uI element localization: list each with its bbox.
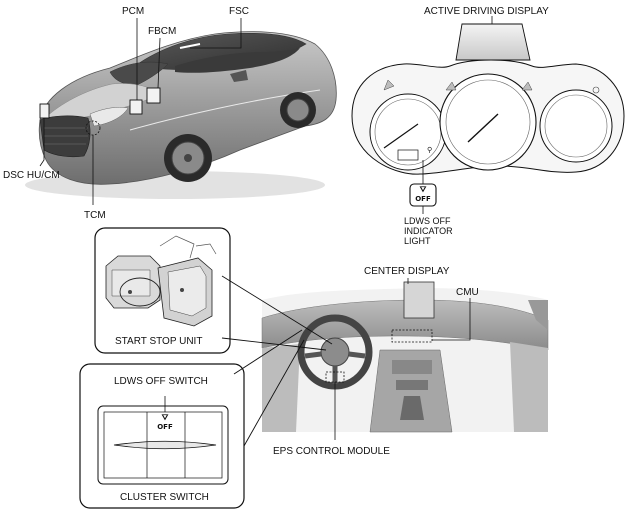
interior-dashboard	[261, 281, 549, 433]
car-leader-lines	[39, 18, 242, 205]
instrument-cluster: ⚲	[351, 16, 625, 214]
fbcm-module	[146, 87, 161, 104]
label-pcm: PCM	[122, 6, 145, 17]
label-ldws-line-2: INDICATOR	[404, 226, 453, 236]
interior-leader-lines	[334, 278, 471, 440]
callout-connectors	[221, 275, 333, 447]
label-ldws-line-1: LDWS OFF	[404, 216, 451, 226]
center-display	[403, 281, 435, 319]
ldws-switch-icon: ⛛	[161, 413, 169, 422]
label-cluster-switch: CLUSTER SWITCH	[120, 492, 209, 503]
label-cmu: CMU	[456, 287, 479, 298]
cmu-location-marker	[391, 329, 433, 343]
label-start-stop-unit: START STOP UNIT	[115, 336, 203, 347]
ldws-indicator-icon: ⛛	[419, 185, 427, 194]
label-eps-control-module: EPS CONTROL MODULE	[273, 446, 390, 457]
label-ldws-off-switch: LDWS OFF SWITCH	[114, 376, 208, 387]
label-tcm: TCM	[84, 210, 106, 221]
label-active-driving-display: ACTIVE DRIVING DISPLAY	[424, 6, 549, 17]
ldws-indicator-off-text: OFF	[415, 195, 431, 203]
label-ldws-off-indicator-light: LDWS OFF INDICATOR LIGHT	[404, 216, 453, 246]
label-fsc: FSC	[229, 6, 249, 17]
cluster-switch-box	[79, 363, 245, 509]
label-fbcm: FBCM	[148, 26, 177, 37]
start-stop-unit-box	[94, 227, 231, 354]
active-driving-display	[455, 23, 531, 61]
label-dsc-hu-cm: DSC HU/CM	[3, 170, 60, 181]
label-ldws-line-3: LIGHT	[404, 236, 431, 246]
dsc-module	[39, 103, 50, 119]
svg-text:⚲: ⚲	[427, 146, 432, 154]
ldws-switch-off-text: OFF	[157, 423, 173, 431]
label-center-display: CENTER DISPLAY	[364, 266, 450, 277]
car-illustration	[25, 31, 337, 199]
pcm-module	[129, 99, 143, 115]
